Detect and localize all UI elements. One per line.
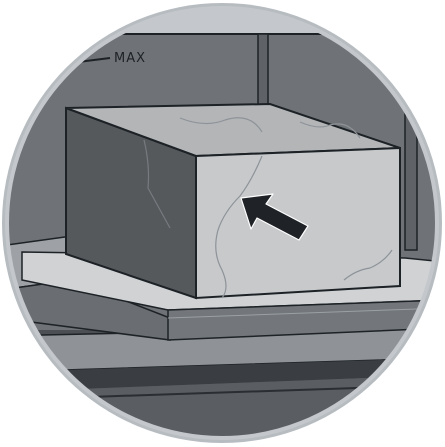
max-label: MAX — [114, 51, 146, 66]
back-post-left — [258, 34, 268, 114]
